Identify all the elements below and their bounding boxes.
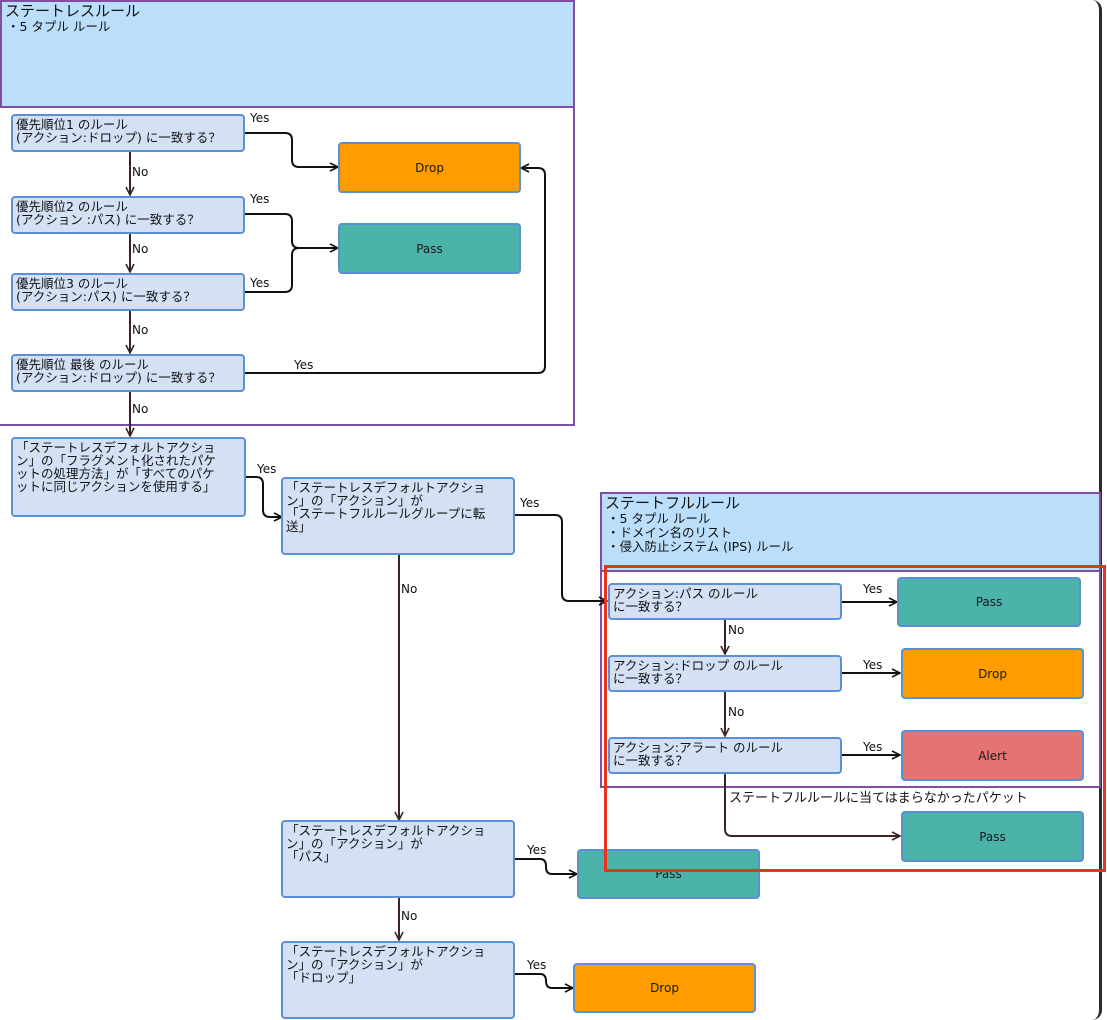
stateful-panel-item: ・5 タプル ルール: [607, 511, 711, 526]
question-line: 優先順位1 のルール: [16, 117, 128, 132]
stateless-drop-action: Drop: [338, 142, 521, 193]
stateless-rule-3-question: 優先順位3 のルール (アクション:パス) に一致する？: [11, 273, 245, 311]
question-line: ン」の「アクション」が: [286, 493, 423, 508]
question-line: ットの処理方法」が「すべてのパケ: [16, 466, 215, 481]
no-label: No: [132, 323, 149, 337]
no-label: No: [728, 705, 745, 719]
stateless-pass-action: Pass: [338, 223, 521, 274]
yes-label: Yes: [863, 740, 883, 754]
stateful-panel-item: ・侵入防止システム (IPS) ルール: [607, 539, 794, 554]
yes-label: Yes: [250, 276, 270, 290]
edge-yes-fragment-forward: [246, 476, 282, 517]
question-line: 優先順位 最後 のルール: [16, 357, 149, 372]
question-line: 「ステートレスデフォルトアクショ: [286, 944, 486, 959]
question-line: ットに同じアクションを使用する」: [16, 479, 216, 494]
question-line: 「ステートレスデフォルトアクショ: [16, 440, 216, 455]
question-line: 「パス」: [286, 849, 337, 864]
edge-yes-last-drop: [245, 168, 546, 374]
question-line: 優先順位3 のルール: [16, 276, 128, 291]
yes-label: Yes: [250, 111, 270, 125]
unmatched-label: ステートフルルールに当てはまらなかったパケット: [729, 791, 1028, 806]
question-line: 「ステートレスデフォルトアクショ: [286, 823, 486, 838]
stateless-rules-panel: ステートレスルール ・5 タプル ルール: [0, 0, 575, 108]
default-drop-action: Drop: [573, 963, 756, 1013]
stateful-pass-action: Pass: [897, 577, 1081, 627]
forward-to-stateful-question: 「ステートレスデフォルトアクショ ン」の「アクション」が 「ステートフルルールグ…: [281, 477, 515, 555]
yes-label: Yes: [250, 192, 270, 206]
no-label: No: [132, 242, 149, 256]
question-line: 送」: [286, 519, 312, 534]
yes-label: Yes: [527, 958, 547, 972]
stateful-alert-action: Alert: [901, 730, 1084, 781]
stateless-panel-title: ステートレスルール: [5, 2, 141, 20]
no-label: No: [132, 165, 149, 179]
no-label: No: [132, 402, 149, 416]
question-line: に一致する？: [613, 671, 689, 686]
stateful-alert-question: アクション:アラート のルール に一致する？: [608, 737, 842, 774]
yes-label: Yes: [527, 843, 547, 857]
stateful-panel-title: ステートフルルール: [605, 494, 741, 512]
edge-yes-passq-pass: [515, 858, 577, 874]
unmatched-pass-action: Pass: [901, 811, 1084, 862]
edge-yes-rule3-pass: [245, 247, 300, 293]
stateless-rule-group-frame: [0, 106, 575, 426]
edge-yes-rule1-drop: [245, 132, 338, 167]
edge-yes-forward-stateful: [515, 514, 607, 601]
yes-label: Yes: [863, 658, 883, 672]
stateful-pass-question: アクション:パス のルール に一致する？: [608, 583, 842, 620]
fragment-handling-question: 「ステートレスデフォルトアクショ ン」の「フラグメント化されたパケ ットの処理方…: [11, 437, 246, 517]
question-line: ン」の「アクション」が: [286, 957, 423, 972]
stateful-rule-group-frame: [600, 570, 1101, 788]
question-line: ン」の「アクション」が: [286, 836, 423, 851]
stateful-drop-question: アクション:ドロップ のルール に一致する？: [608, 655, 842, 692]
no-label: No: [401, 909, 418, 923]
question-line: (アクション:パス) に一致する？: [16, 289, 196, 304]
question-line: アクション:パス のルール: [613, 586, 759, 601]
yes-label: Yes: [294, 358, 314, 372]
question-line: に一致する？: [613, 753, 689, 768]
no-label: No: [728, 623, 745, 637]
yes-label: Yes: [257, 462, 277, 476]
stateless-rule-2-question: 優先順位2 のルール (アクション :パス) に一致する？: [11, 196, 245, 234]
question-line: 「ドロップ」: [286, 970, 362, 985]
yes-label: Yes: [520, 496, 540, 510]
default-pass-action: Pass: [577, 849, 760, 899]
stateful-panel-item: ・ドメイン名のリスト: [607, 525, 733, 540]
stateful-drop-action: Drop: [901, 648, 1084, 699]
question-line: に一致する？: [613, 599, 689, 614]
yes-label: Yes: [863, 582, 883, 596]
question-line: ン」の「フラグメント化されたパケ: [16, 453, 217, 468]
stateless-panel-item: ・5 タプル ルール: [7, 19, 111, 34]
no-label: No: [401, 582, 418, 596]
stateless-rule-last-question: 優先順位 最後 のルール (アクション:ドロップ) に一致する？: [11, 354, 245, 392]
highlight-box: [604, 565, 1106, 872]
question-line: アクション:アラート のルール: [613, 740, 784, 755]
question-line: 「ステートレスデフォルトアクショ: [286, 480, 486, 495]
default-drop-question: 「ステートレスデフォルトアクショ ン」の「アクション」が 「ドロップ」: [281, 941, 515, 1019]
edge-unmatched-pass: [724, 774, 900, 836]
question-line: (アクション :パス) に一致する？: [16, 212, 200, 227]
question-line: 「ステートフルルールグループに転: [286, 506, 486, 521]
edge-yes-rule2-pass: [245, 213, 338, 248]
question-line: 優先順位2 のルール: [16, 199, 128, 214]
question-line: (アクション:ドロップ) に一致する？: [16, 130, 221, 145]
edge-yes-dropq-drop: [515, 973, 573, 988]
default-pass-question: 「ステートレスデフォルトアクショ ン」の「アクション」が 「パス」: [281, 820, 515, 898]
stateless-rule-1-question: 優先順位1 のルール (アクション:ドロップ) に一致する？: [11, 114, 245, 152]
question-line: アクション:ドロップ のルール: [613, 658, 784, 673]
question-line: (アクション:ドロップ) に一致する？: [16, 370, 221, 385]
